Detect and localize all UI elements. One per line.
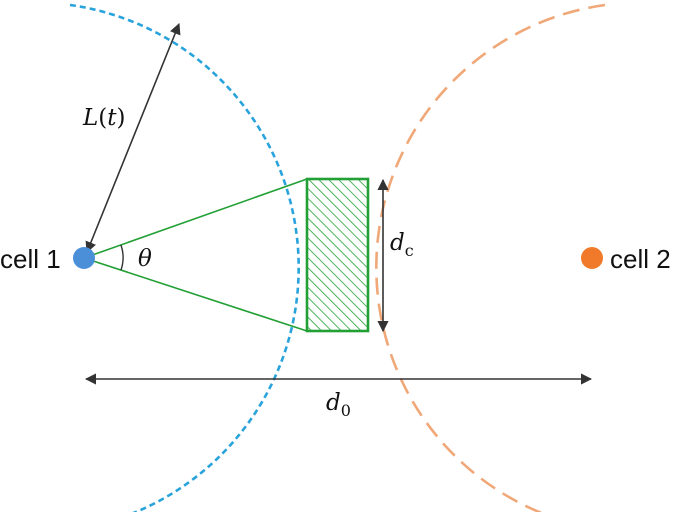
theta-label: θ	[138, 246, 152, 272]
radius-label: L(t)	[82, 105, 126, 131]
radius-label-close-paren: )	[117, 105, 126, 131]
cell2-coverage-arc	[375, 3, 606, 512]
cell1-marker	[73, 247, 95, 269]
cell1-coverage-arc	[69, 3, 300, 512]
theta-angle-arc	[120, 244, 124, 271]
d0-label-base: d	[326, 390, 341, 416]
cone-lower-line	[83, 257, 308, 332]
d0-label: d0	[326, 390, 351, 420]
dc-label-sub: c	[405, 241, 414, 260]
radius-label-open-paren: (	[98, 105, 107, 131]
radius-arrow	[85, 22, 181, 254]
d0-label-sub: 0	[341, 401, 351, 420]
radius-label-L: L	[82, 105, 98, 131]
dc-label-base: d	[390, 230, 405, 256]
radius-label-t: t	[107, 105, 117, 131]
overlap-region	[305, 177, 370, 333]
cone-upper-line	[83, 178, 308, 259]
cell2-label: cell 2	[610, 244, 671, 274]
cell1-label: cell 1	[0, 244, 61, 274]
cell2-marker	[581, 247, 603, 269]
dc-label: dc	[390, 230, 414, 260]
